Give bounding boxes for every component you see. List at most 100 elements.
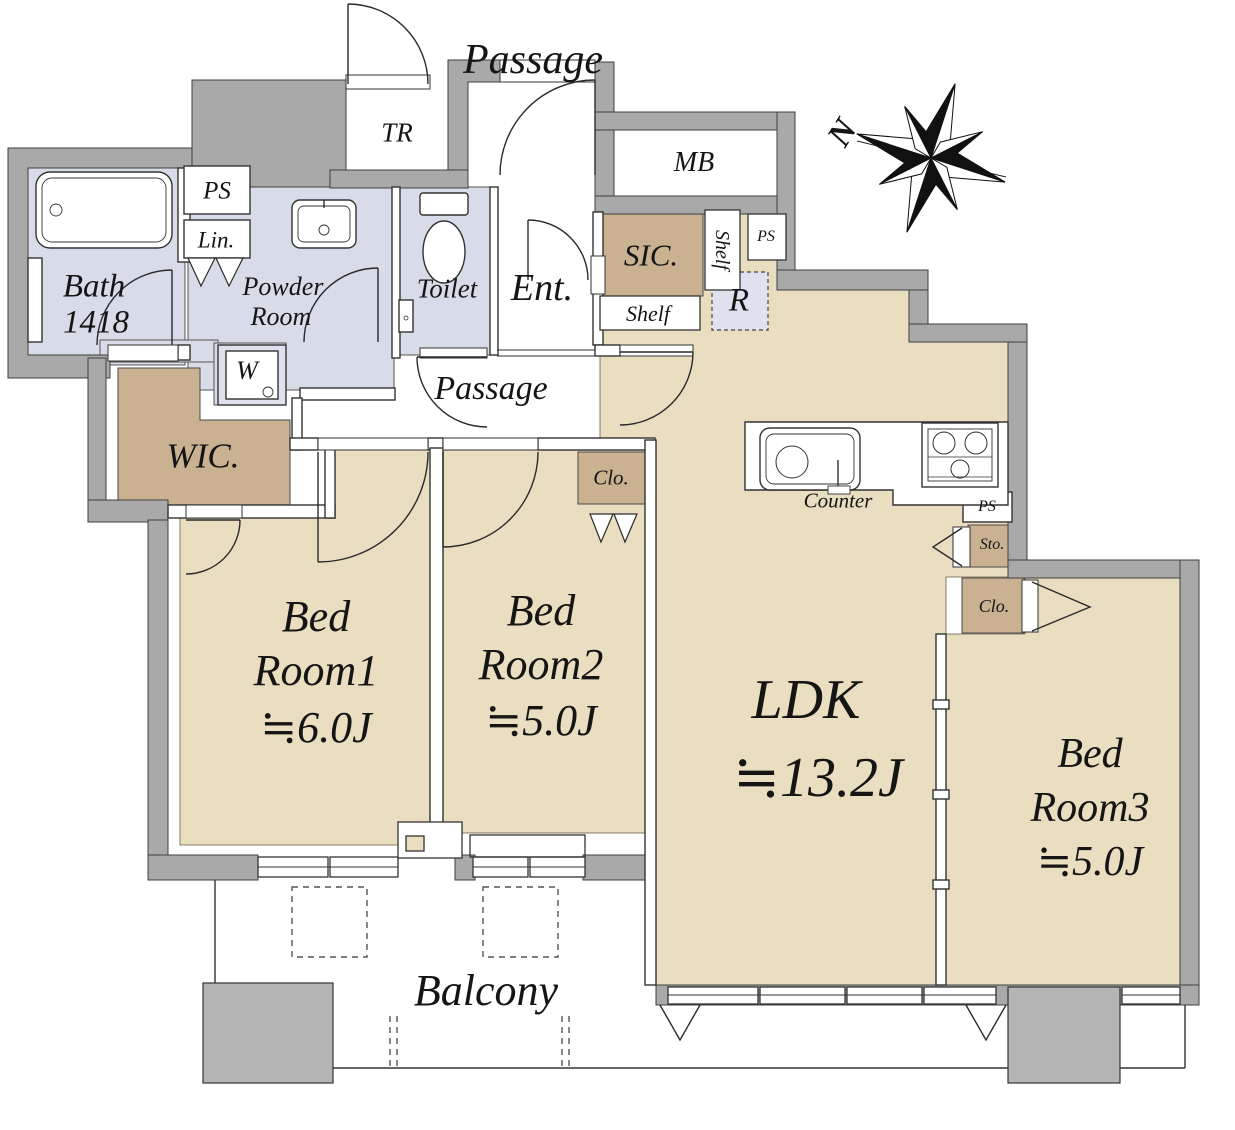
label-bedroom2-size: ≒5.0J — [485, 696, 597, 745]
label-ps-right: PS — [978, 498, 996, 515]
label-counter: Counter — [803, 488, 873, 513]
pillars — [202, 982, 1121, 1084]
toilet-bowl — [422, 220, 466, 284]
label-ps-mid: PS — [757, 228, 775, 245]
bedroom3-right-wall — [1179, 559, 1200, 993]
label-bedroom1-1: Bed — [281, 592, 351, 641]
closet-right-opening — [1021, 579, 1039, 633]
kitchen-faucet-base — [827, 485, 851, 495]
windows — [257, 821, 1181, 1005]
powder-sink-drain — [318, 224, 330, 236]
label-toilet: Toilet — [416, 273, 478, 304]
mb-left-wall — [594, 61, 615, 215]
label-powder-2: Room — [250, 302, 312, 331]
linen-folding-door-2 — [215, 257, 244, 288]
label-tr: TR — [381, 117, 413, 148]
label-entrance: Ent. — [510, 267, 574, 309]
balcony-door-1 — [659, 1004, 701, 1042]
label-storage: Sto. — [979, 536, 1005, 553]
closet-mid-folding-door-1 — [589, 513, 614, 544]
ldk-door-lintel — [594, 344, 621, 357]
ne-step-wall-1 — [776, 269, 929, 291]
stove-burner-3 — [950, 459, 970, 479]
pillar-right — [1007, 986, 1121, 1084]
tr-bottom-wall — [329, 169, 469, 189]
east-wall-kitchen — [1007, 341, 1028, 578]
toilet-door-opening — [419, 347, 488, 359]
mb-right-wall — [776, 111, 796, 291]
storage-door — [931, 527, 963, 567]
bedroom2-window-recess — [469, 834, 586, 858]
label-bedroom3-2: Room3 — [1030, 785, 1150, 831]
mb-top-wall — [594, 111, 796, 131]
label-bath-size: 1418 — [63, 304, 129, 341]
stove-burner-1 — [932, 431, 956, 455]
label-bedroom2-1: Bed — [506, 586, 576, 635]
bedroom3-top-wall — [1007, 559, 1200, 579]
bath-niche — [27, 257, 43, 343]
bedroom1-door-opening — [317, 437, 429, 451]
west-wall-wic — [87, 357, 107, 521]
label-refrigerator: R — [728, 282, 750, 319]
wic-bottom-opening — [185, 504, 243, 519]
closet-floors — [117, 211, 1025, 634]
label-passage-top: Passage — [463, 37, 603, 83]
label-bath: Bath — [62, 268, 126, 305]
partition-node-2 — [932, 789, 950, 800]
ent-hall-door — [527, 219, 589, 281]
entrance-door — [499, 79, 596, 176]
fixtures — [27, 171, 1009, 506]
label-bedroom3-1: Bed — [1057, 731, 1123, 777]
bedroom2-ldk-wall — [644, 439, 657, 986]
pillar-left — [202, 982, 334, 1084]
partition-node-3 — [932, 879, 950, 890]
powder-bottom-wall — [299, 387, 396, 401]
label-mb: MB — [673, 147, 715, 178]
label-shelf-horizontal: Shelf — [626, 301, 670, 326]
corridor-bottom-seg1 — [289, 437, 319, 451]
ps-top-box — [183, 165, 251, 215]
shelf-vertical-box — [704, 209, 741, 291]
powder-sink-inner — [297, 205, 351, 243]
ldk-door-opening — [619, 344, 694, 357]
ldk-window-3 — [846, 986, 923, 1005]
notch-pier — [405, 835, 425, 852]
ps-mid-box — [747, 213, 787, 261]
label-wic: WIC. — [166, 436, 240, 476]
partition-node-1 — [932, 699, 950, 710]
bath-powder-wall-lower — [177, 344, 191, 361]
ne-step-wall-3 — [908, 323, 1028, 343]
powder-door — [303, 267, 379, 343]
compass — [856, 83, 1007, 233]
doors — [96, 3, 1092, 1042]
ldk-window-4 — [923, 986, 997, 1005]
label-sic: SIC. — [623, 237, 679, 273]
ac-unit-outline-1 — [291, 886, 368, 958]
closet-right-door — [1031, 581, 1092, 632]
ldk-bedroom3-partition — [935, 633, 947, 986]
bedroom1-left-wall — [147, 519, 169, 881]
label-ldk: LDK — [751, 669, 861, 731]
tr-door-opening — [345, 74, 431, 90]
sic-opening — [590, 255, 606, 295]
washer-drain — [262, 386, 274, 398]
label-bedroom3-size: ≒5.0J — [1036, 839, 1144, 885]
balcony — [214, 880, 1186, 1069]
ldk-window-1 — [667, 986, 759, 1005]
bedroom2-door-opening — [442, 437, 539, 451]
bedroom3-floor — [945, 576, 1181, 986]
corridor-bottom-seg3 — [537, 437, 656, 451]
shelves — [599, 209, 787, 331]
folding-doors — [187, 257, 638, 544]
south-wall-seg2 — [454, 854, 476, 881]
label-ldk-size: ≒13.2J — [733, 747, 903, 809]
ac-unit-outline-2 — [482, 886, 559, 958]
storage-opening — [952, 526, 971, 568]
toilet-ent-wall — [489, 186, 499, 356]
ldk-door — [619, 351, 694, 426]
label-closet-right: Clo. — [978, 596, 1010, 616]
toilet-panel-dot — [403, 315, 409, 321]
bedroom1-2-wall — [429, 447, 444, 846]
west-step-wall — [87, 499, 169, 523]
